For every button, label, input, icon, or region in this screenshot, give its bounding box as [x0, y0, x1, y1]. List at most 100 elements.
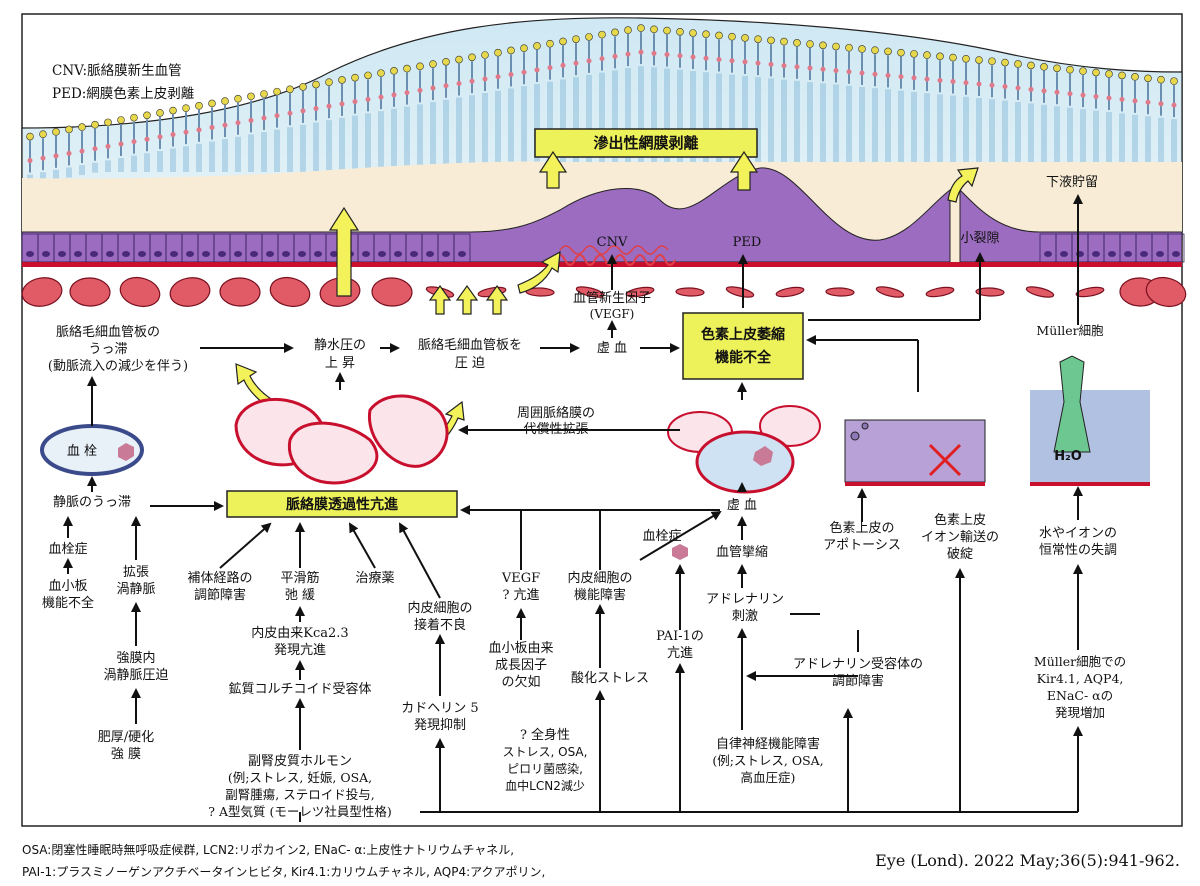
mineralo-label: 鉱質コルチコイド受容体	[228, 681, 371, 697]
thick-line1: 肥厚/硬化	[98, 730, 154, 745]
thrombus-clot-mid	[672, 544, 688, 560]
endo-adhesion-line2: 接着不良	[414, 617, 466, 633]
treatment-label: 治療薬	[355, 571, 394, 586]
ion-line2: イオン輸送の	[921, 530, 999, 545]
muller-exp-line3: ENaC- αの	[1047, 688, 1113, 703]
rpe-apoptosis-line2: アポトーシス	[823, 538, 901, 553]
yellow-arrows	[235, 150, 979, 453]
vegf-abbr: (VEGF)	[590, 307, 635, 321]
h2o-label: H₂O	[1054, 449, 1082, 464]
rpe-atrophy-line2: 機能不全	[715, 349, 772, 366]
legend-ped: PED:網膜色素上皮剥離	[52, 85, 194, 102]
ischemia-top: 虚 血	[597, 341, 627, 356]
muller-exp-line4: 発現増加	[1055, 705, 1105, 720]
thrombus-label: 血 栓	[67, 444, 97, 459]
footer-abbr-1: OSA:閉塞性睡眠時無呼吸症候群, LCN2:リポカイン2, ENaC- α:上…	[22, 842, 514, 857]
muller-exp-line1: Müller細胞での	[1034, 654, 1126, 669]
cortico-line3: 副腎腫瘍, ステロイド投与,	[225, 787, 374, 802]
endo-dys-line2: 機能障害	[574, 587, 626, 603]
systemic-line1: ? 全身性	[520, 727, 570, 743]
autonomic-line2: (例;ストレス, OSA,	[712, 753, 823, 768]
platelet-gf-line1: 血小板由来	[488, 641, 553, 656]
autonomic-line1: 自律神経機能障害	[716, 736, 820, 752]
venous-congestion: 静脈のうっ滞	[53, 495, 131, 510]
endo-adhesion-line1: 内皮細胞の	[407, 600, 472, 616]
citation: Eye (Lond). 2022 May;36(5):941-962.	[875, 851, 1180, 870]
kca-line1: 内皮由来Kca2.3	[251, 625, 348, 641]
thick-line2: 強 膜	[111, 747, 141, 762]
hydrostatic-line2: 上 昇	[325, 356, 355, 371]
rpe-atrophy-box	[682, 312, 804, 380]
smooth-line1: 平滑筋	[280, 570, 319, 586]
vasospasm-label: 血管攣縮	[716, 544, 768, 560]
autonomic-line3: 高血圧症)	[741, 770, 796, 785]
rpe-atrophy-line1: 色素上皮萎縮	[701, 326, 785, 343]
vegf-inc-line1: VEGF	[501, 571, 540, 586]
cnv-label: CNV	[597, 235, 628, 250]
scleral-line2: 渦静脈圧迫	[103, 668, 168, 683]
cortico-line4: ? A型気質 (モーレツ社員型性格)	[208, 804, 391, 819]
thrombosis-mid: 血栓症	[642, 529, 681, 544]
muller-exp-line2: Kir4.1, AQP4,	[1037, 671, 1124, 686]
cc-congestion-line2: うっ滞	[88, 342, 127, 357]
ion-line3: 破綻	[947, 547, 973, 562]
choroidal-hyperpermeability-label: 脈絡膜透過性亢進	[286, 496, 398, 513]
vegf-inc-line2: ? 亢進	[502, 587, 539, 603]
platelet-gf-line2: 成長因子	[495, 658, 547, 673]
systemic-line2: ストレス, OSA,	[503, 745, 588, 759]
subretinal-fluid-label: 下液貯留	[1046, 175, 1098, 190]
platelet-gf-line3: の欠如	[501, 674, 540, 690]
systemic-line3: ピロリ菌感染,	[507, 761, 583, 776]
cc-congestion-line3: (動脈流入の減少を伴う)	[48, 358, 188, 374]
oxidative-label: 酸化ストレス	[571, 671, 649, 686]
adrenaline-line1: アドレナリン	[706, 592, 784, 607]
homeo-line1: 水やイオンの	[1039, 526, 1117, 541]
kca-line2: 発現亢進	[274, 642, 326, 658]
ion-line1: 色素上皮	[934, 512, 986, 528]
compensatory-line1: 周囲脈絡膜の	[517, 405, 595, 421]
compress-line1: 脈絡毛細血管板を	[418, 337, 522, 353]
microrip-label: 小裂隙	[960, 231, 999, 246]
adr-receptor-line1: アドレナリン受容体の	[793, 656, 923, 672]
bruch-membrane	[22, 262, 1182, 267]
cortico-line2: (例;ストレス, 妊娠, OSA,	[228, 770, 372, 785]
footer-abbr-2: PAI-1:プラスミノーゲンアクチベータインヒビタ, Kir4.1:カリウムチャ…	[22, 865, 545, 879]
serous-detachment-label: 滲出性網膜剥離	[593, 134, 698, 152]
ischemia-mid: 虚 血	[727, 498, 757, 513]
complement-line1: 補体経路の	[187, 570, 252, 586]
thrombosis-left: 血栓症	[48, 542, 87, 557]
systemic-line4: 血中LCN2減少	[505, 778, 585, 793]
dilated-vessels	[234, 394, 821, 494]
choroidal-hyperpermeability-box	[226, 490, 458, 518]
dilated-line1: 拡張	[123, 565, 149, 580]
platelet-line1: 血小板	[48, 579, 87, 594]
dilated-line2: 渦静脈	[116, 582, 155, 597]
scleral-line1: 強膜内	[116, 650, 155, 666]
cc-congestion-line1: 脈絡毛細血管板の	[56, 324, 160, 340]
endo-dys-line1: 内皮細胞の	[567, 570, 632, 586]
rpe-apoptosis-line1: 色素上皮の	[829, 520, 894, 536]
pai-line2: 亢進	[667, 645, 693, 661]
complement-line2: 調節障害	[194, 587, 246, 603]
muller-cell-illustration	[1030, 355, 1150, 486]
vegf-label: 血管新生因子	[573, 290, 651, 306]
rpe-layer	[21, 167, 951, 263]
pai-line1: PAI-1の	[656, 629, 704, 644]
rpe-apoptosis-cells	[844, 419, 986, 486]
photoreceptor-layer	[26, 24, 1178, 185]
compress-line2: 圧 迫	[455, 356, 485, 371]
platelet-line2: 機能不全	[42, 595, 94, 611]
muller-cell-label: Müller細胞	[1036, 323, 1104, 338]
thrombus-clot	[118, 443, 134, 461]
legend-cnv: CNV:脈絡膜新生血管	[52, 63, 182, 79]
flow-arrows	[63, 194, 1083, 822]
homeo-line2: 恒常性の失調	[1039, 543, 1117, 558]
adrenaline-line2: 刺激	[732, 609, 758, 624]
cadherin-line1: カドヘリン 5	[401, 701, 478, 716]
cortico-line1: 副腎皮質ホルモン	[248, 754, 352, 769]
ped-label: PED	[733, 235, 762, 250]
cadherin-line2: 発現抑制	[414, 718, 466, 733]
smooth-line2: 弛 緩	[285, 588, 315, 603]
